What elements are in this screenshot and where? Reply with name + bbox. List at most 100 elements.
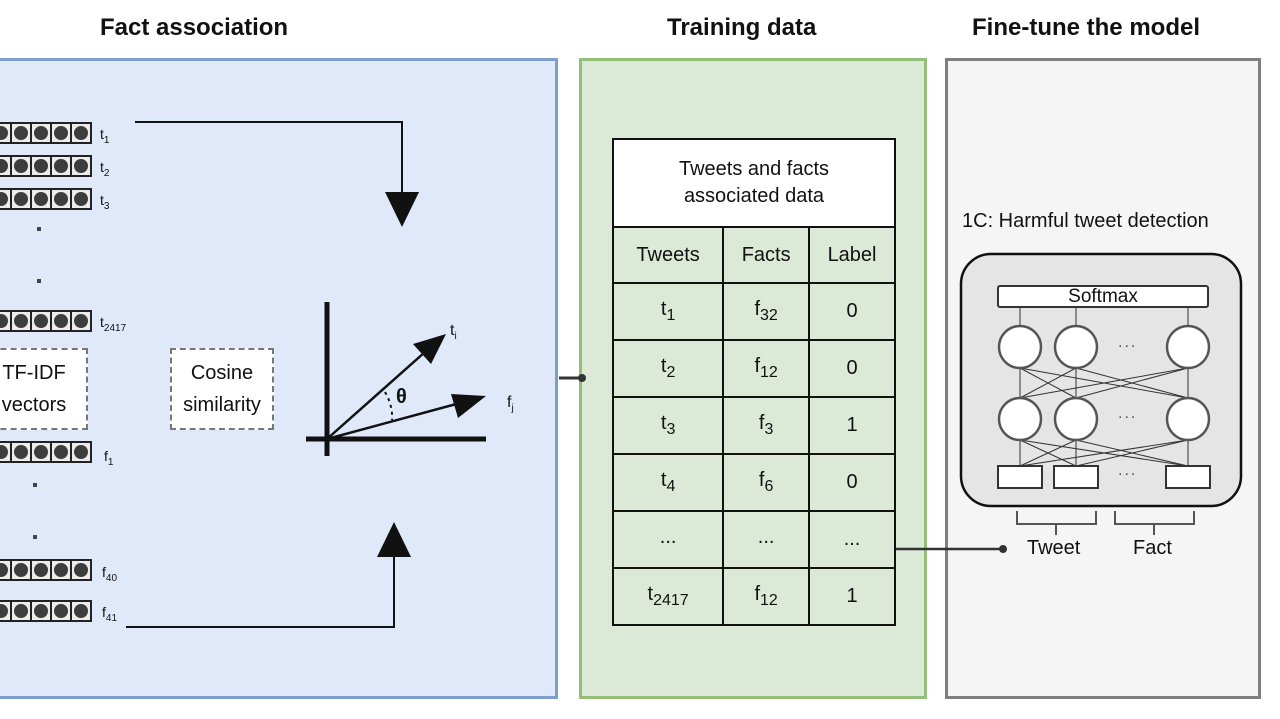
fact-vector-40 <box>0 559 92 581</box>
vector-value-dot <box>14 604 28 618</box>
vector-value-dot <box>74 192 88 206</box>
vector-value-dot <box>54 604 68 618</box>
vector-cell <box>50 310 72 332</box>
softmax-label: Softmax <box>1068 286 1138 307</box>
fact-association-panel <box>0 58 558 699</box>
hidden-neuron <box>997 324 1043 370</box>
label-cell: 0 <box>808 453 896 512</box>
fact-vector-41 <box>0 600 92 622</box>
fact-cell: f12 <box>722 339 811 398</box>
tweet-to-plot-arrow <box>135 121 419 227</box>
connector-fact-to-train <box>559 374 586 382</box>
vector-value-dot <box>0 314 8 328</box>
vector-value-dot <box>0 159 8 173</box>
vector-value-dot <box>74 314 88 328</box>
vector-value-dot <box>14 563 28 577</box>
nn-edge <box>1075 367 1189 399</box>
vector-value-dot <box>54 445 68 459</box>
vector-value-dot <box>34 314 48 328</box>
tweet-cell: t1 <box>611 282 725 341</box>
vector-cell <box>70 310 92 332</box>
vector-value-dot <box>14 445 28 459</box>
fact-cell: ... <box>722 510 811 569</box>
angle-theta-label: θ <box>396 386 407 408</box>
fact-vector-label-41: f41 <box>102 604 118 624</box>
vector-cell <box>30 122 52 144</box>
fact-cell: f3 <box>722 396 811 455</box>
vector-value-dot <box>74 126 88 140</box>
vector-plot <box>306 302 486 456</box>
label-cell: 1 <box>808 396 896 455</box>
ellipsis-dot <box>33 483 37 487</box>
vector-value-dot <box>34 604 48 618</box>
table-row: t3 f3 1 <box>611 396 896 455</box>
nn-edge <box>1019 367 1077 399</box>
vector-cell <box>30 559 52 581</box>
tweet-input-label: Tweet <box>1027 537 1081 559</box>
cosine-label-line1: Cosine <box>190 362 254 384</box>
vector-value-dot <box>14 192 28 206</box>
tweet-vector-3 <box>0 188 92 210</box>
vector-cell <box>10 188 32 210</box>
fine-tune-title: Fine-tune the model <box>972 14 1200 41</box>
fact-input-label: Fact <box>1133 537 1172 559</box>
model-subtitle: 1C: Harmful tweet detection <box>962 210 1209 232</box>
label-cell: 1 <box>808 567 896 626</box>
tweet-cell: ... <box>611 510 725 569</box>
vector-f-label: fj <box>507 394 514 415</box>
vector-value-dot <box>34 445 48 459</box>
table-row: t4 f6 0 <box>611 453 896 512</box>
vector-t-arrowhead <box>413 334 446 364</box>
vector-t <box>326 351 426 440</box>
ellipsis-dot <box>37 227 41 231</box>
vector-value-dot <box>54 563 68 577</box>
label-cell: 0 <box>808 339 896 398</box>
nn-edge <box>1019 439 1077 467</box>
softmax-box <box>997 285 1209 308</box>
neural-network <box>959 252 1243 535</box>
vector-cell <box>70 600 92 622</box>
tweet-vector-2 <box>0 155 92 177</box>
vector-cell <box>50 155 72 177</box>
tfidf-label-line1: TF-IDF <box>2 362 66 384</box>
vector-value-dot <box>0 445 8 459</box>
training-data-title: Training data <box>667 14 817 41</box>
tfidf-vectors-label: TF-IDF vectors <box>0 348 88 430</box>
cosine-label-line2: similarity <box>183 394 261 416</box>
tweet-cell: t3 <box>611 396 725 455</box>
vector-value-dot <box>14 314 28 328</box>
vector-value-dot <box>34 126 48 140</box>
nn-edge <box>1019 367 1189 399</box>
vector-cell <box>70 441 92 463</box>
tfidf-label-line2: vectors <box>1 394 67 416</box>
hidden-neuron <box>1053 396 1099 442</box>
vector-value-dot <box>14 126 28 140</box>
vector-value-dot <box>54 159 68 173</box>
label-cell: ... <box>808 510 896 569</box>
tweet-bracket <box>1016 511 1097 535</box>
vector-cell <box>10 559 32 581</box>
table-row: t2 f12 0 <box>611 339 896 398</box>
tweet-cell: t2 <box>611 339 725 398</box>
vector-value-dot <box>54 192 68 206</box>
tweet-vector-2417 <box>0 310 92 332</box>
vector-value-dot <box>0 126 8 140</box>
vector-value-dot <box>54 314 68 328</box>
input-node <box>1165 465 1211 489</box>
vector-value-dot <box>74 159 88 173</box>
input-layer-ellipsis: ... <box>1118 462 1138 479</box>
input-node <box>997 465 1043 489</box>
vector-cell <box>50 559 72 581</box>
fact-cell: f12 <box>722 567 811 626</box>
vector-cell <box>50 122 72 144</box>
fact-vector-1 <box>0 441 92 463</box>
label-cell: 0 <box>808 282 896 341</box>
ellipsis-dot <box>33 535 37 539</box>
hidden-neuron <box>1165 396 1211 442</box>
tweet-vector-label-2417: t2417 <box>100 314 127 334</box>
fact-cell: f32 <box>722 282 811 341</box>
nn-edge <box>1019 439 1189 467</box>
fact-cell: f6 <box>722 453 811 512</box>
